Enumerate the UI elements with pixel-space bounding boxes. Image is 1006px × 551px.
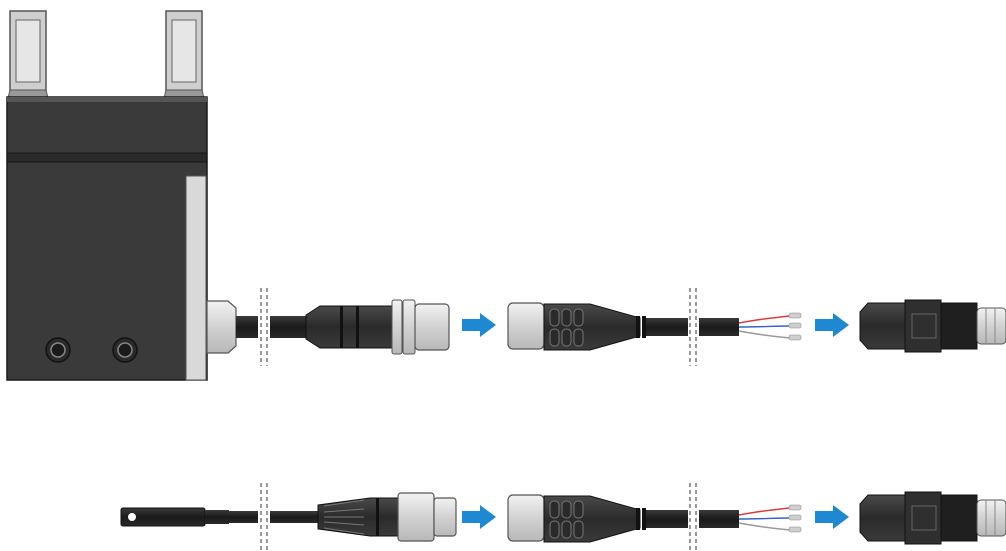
arrow-right-icon (462, 505, 496, 529)
screw-hole-right (112, 337, 138, 363)
arrow-right-icon (462, 313, 496, 337)
arrow-right-icon (815, 313, 849, 337)
extension-cable (507, 494, 802, 543)
gripper-jaw-right (163, 10, 205, 99)
field-connector (859, 491, 1006, 545)
connector-plug (317, 492, 457, 542)
connector-plug (305, 299, 450, 355)
screw-hole-left (45, 337, 71, 363)
cable-break-marker (260, 288, 268, 366)
extension-cable (507, 302, 802, 351)
cable-break-marker (689, 288, 697, 366)
cable-break-marker (260, 483, 268, 551)
sensor-probe (120, 507, 229, 527)
cable-segment (236, 316, 308, 338)
field-connector (859, 299, 1006, 353)
gripper-jaw-left (7, 10, 49, 99)
gripper-body (6, 10, 237, 381)
arrow-right-icon (815, 505, 849, 529)
cable-break-marker (689, 483, 697, 551)
cable-segment (229, 511, 318, 523)
